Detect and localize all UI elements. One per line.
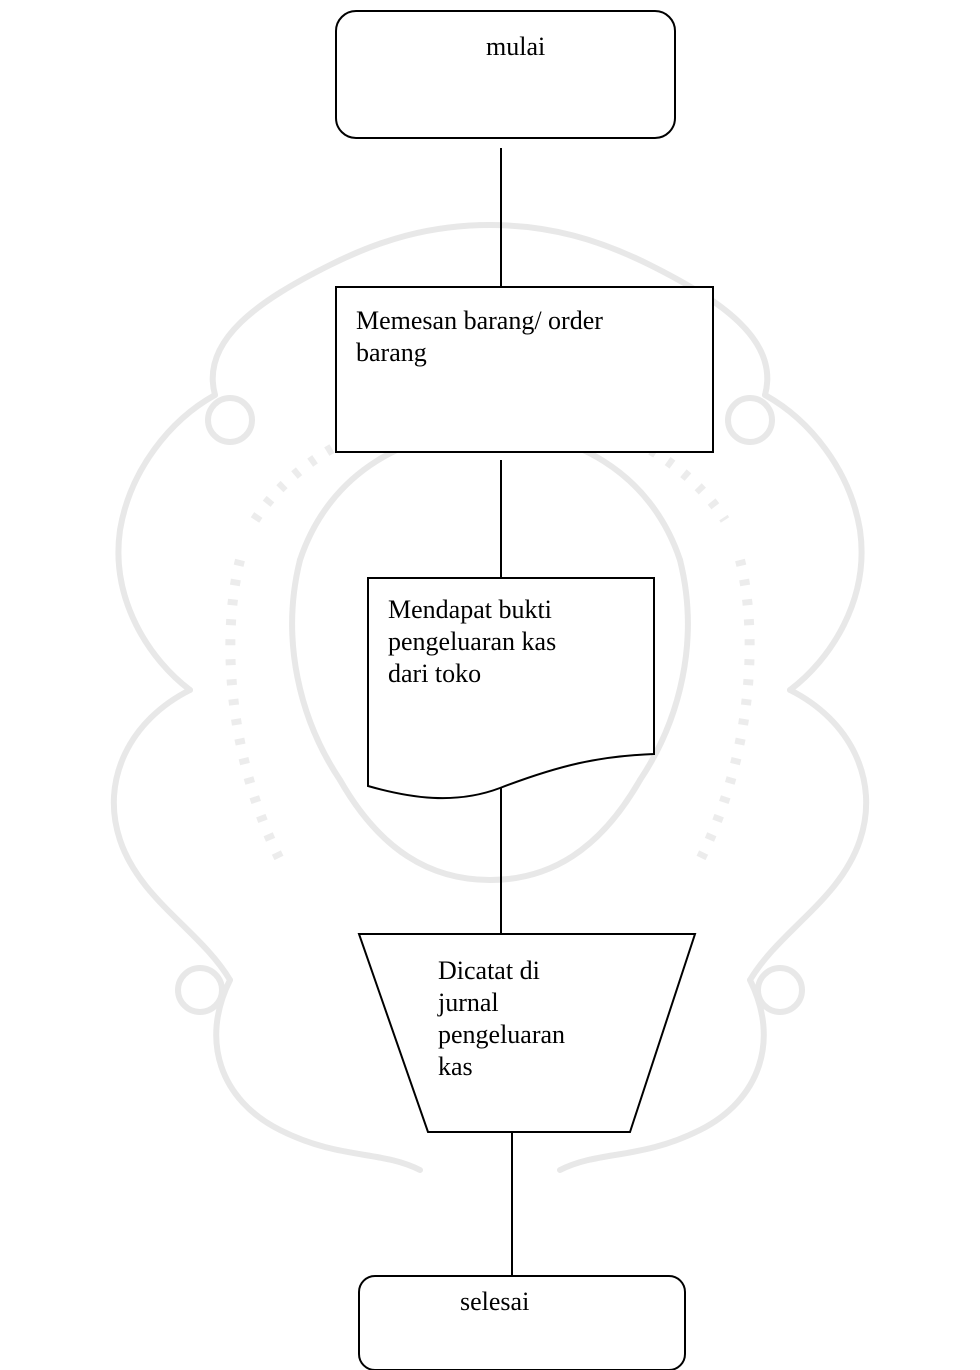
manual-operation-label: Dicatat di jurnal pengeluaran kas bbox=[438, 956, 566, 1081]
document-shape bbox=[367, 577, 655, 800]
manual-operation-shape bbox=[357, 933, 697, 1133]
start-label: mulai bbox=[486, 32, 546, 61]
end-label: selesai bbox=[460, 1287, 530, 1316]
document-label: Mendapat bukti pengeluaran kas dari toko bbox=[388, 595, 557, 688]
process-label: Memesan barang/ order barang bbox=[356, 306, 603, 367]
end-terminator-shape bbox=[358, 1275, 686, 1370]
process-box-shape bbox=[335, 286, 714, 453]
start-terminator-shape bbox=[335, 10, 676, 139]
